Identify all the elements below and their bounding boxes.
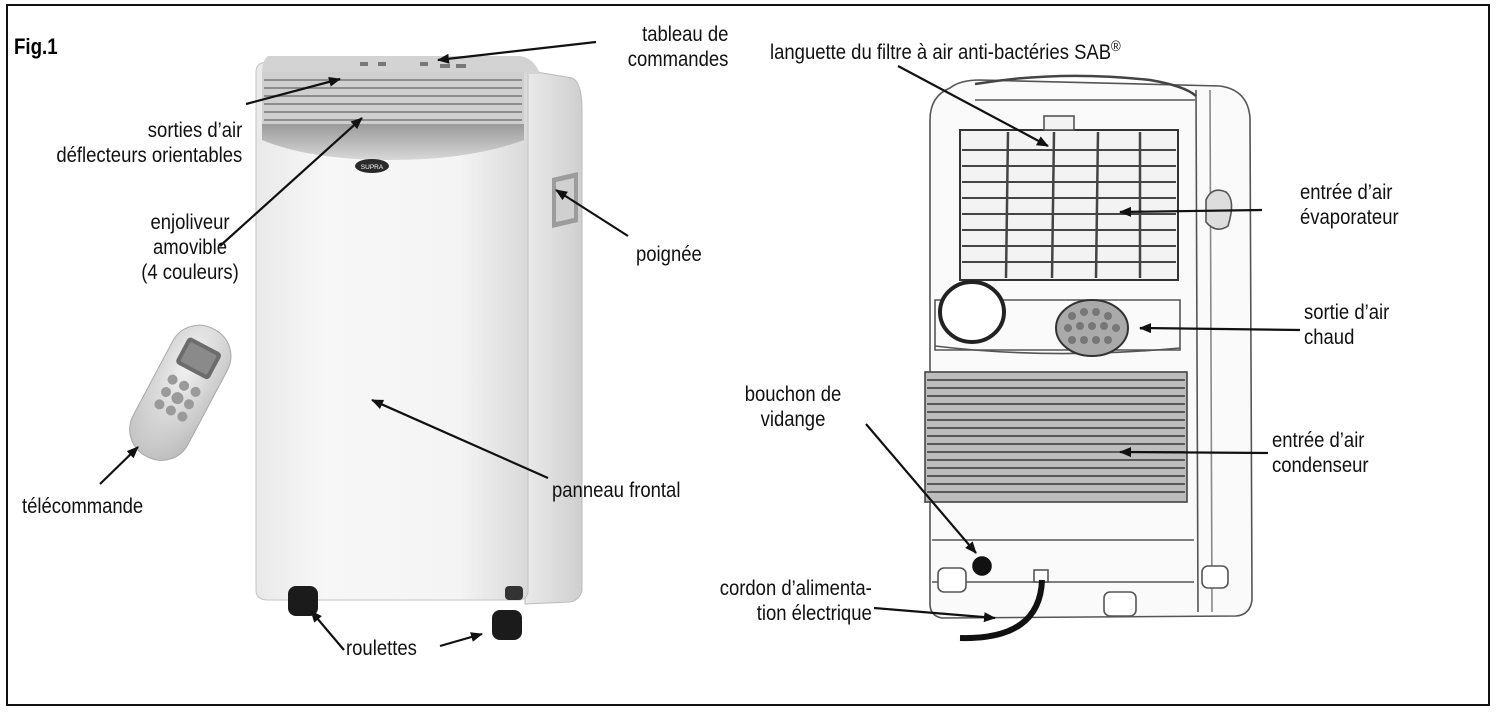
label-line: vidange (760, 408, 826, 431)
brand-logo: SUPRA (361, 164, 384, 171)
leader-arrows (99, 40, 1301, 651)
label-line: évaporateur (1300, 206, 1399, 229)
figure-label: Fig.1 (14, 34, 58, 59)
air-conditioner-drawing (924, 74, 1253, 619)
label-line: déflecteurs orientables (56, 144, 242, 167)
label-poignee: poignée (636, 243, 702, 266)
label-roulettes: roulettes (346, 637, 417, 660)
registered-mark: ® (1111, 38, 1121, 55)
label-cordon-alimentation: cordon d’alimenta- tion électrique (720, 576, 872, 626)
label-line: sorties d’air (147, 119, 242, 142)
label-entree-air-evaporateur: entrée d’air évaporateur (1300, 180, 1399, 230)
label-line: cordon d’alimenta- (719, 577, 872, 600)
label-line: tion électrique (756, 602, 872, 625)
label-entree-air-condenseur: entrée d’air condenseur (1272, 428, 1369, 478)
label-line: chaud (1304, 326, 1355, 349)
label-panneau-frontal: panneau frontal (552, 479, 681, 502)
label-line: condenseur (1272, 454, 1369, 477)
label-line: enjoliveur (150, 211, 230, 234)
label-line: amovible (153, 236, 227, 259)
power-cord (959, 579, 1045, 642)
remote-control (129, 324, 232, 461)
label-sortie-air-chaud: sortie d’air chaud (1304, 300, 1389, 350)
label-telecommande: télécommande (22, 495, 144, 518)
label-enjoliveur: enjoliveur amovible (4 couleurs) (128, 210, 251, 285)
label-text: languette du filtre à air anti-bactéries… (770, 41, 1112, 64)
label-tableau-de-commandes: tableau de commandes (627, 22, 728, 72)
label-sorties-air: sorties d’air déflecteurs orientables (56, 118, 242, 168)
label-line: sortie d’air (1304, 301, 1390, 324)
label-bouchon-vidange: bouchon de vidange (718, 382, 868, 432)
label-languette-filtre: languette du filtre à air anti-bactéries… (770, 34, 1121, 65)
label-line: tableau de (641, 23, 728, 46)
air-conditioner-photo: SUPRA (255, 56, 583, 640)
label-line: (4 couleurs) (141, 261, 239, 284)
label-line: entrée d’air (1272, 429, 1365, 452)
label-line: commandes (627, 48, 728, 71)
label-line: bouchon de (744, 383, 842, 406)
label-line: entrée d’air (1300, 181, 1393, 204)
